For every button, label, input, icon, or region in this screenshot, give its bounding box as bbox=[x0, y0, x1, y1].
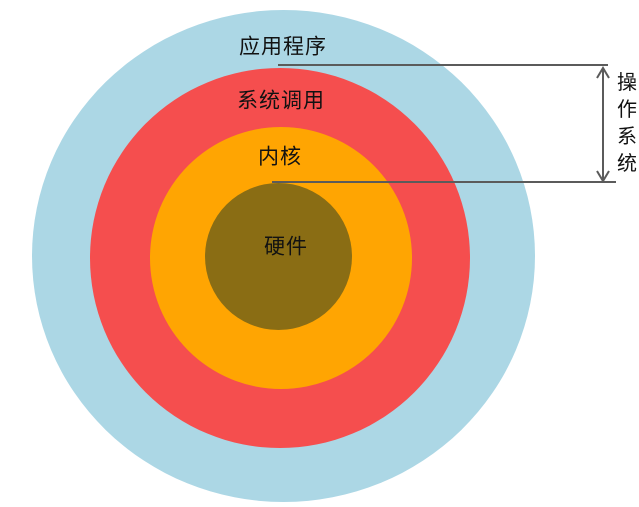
annotation-operating-system: 操作系统 bbox=[617, 72, 637, 175]
ring-label-kernel: 内核 bbox=[258, 145, 302, 169]
ring-label-hardware: 硬件 bbox=[264, 235, 308, 259]
ring-label-applications: 应用程序 bbox=[239, 35, 327, 59]
double-arrow-icon bbox=[596, 66, 610, 183]
leader-line-bottom bbox=[272, 181, 616, 183]
ring-hardware bbox=[205, 183, 352, 330]
leader-line-top bbox=[278, 64, 608, 66]
ring-label-system-calls: 系统调用 bbox=[237, 89, 325, 113]
